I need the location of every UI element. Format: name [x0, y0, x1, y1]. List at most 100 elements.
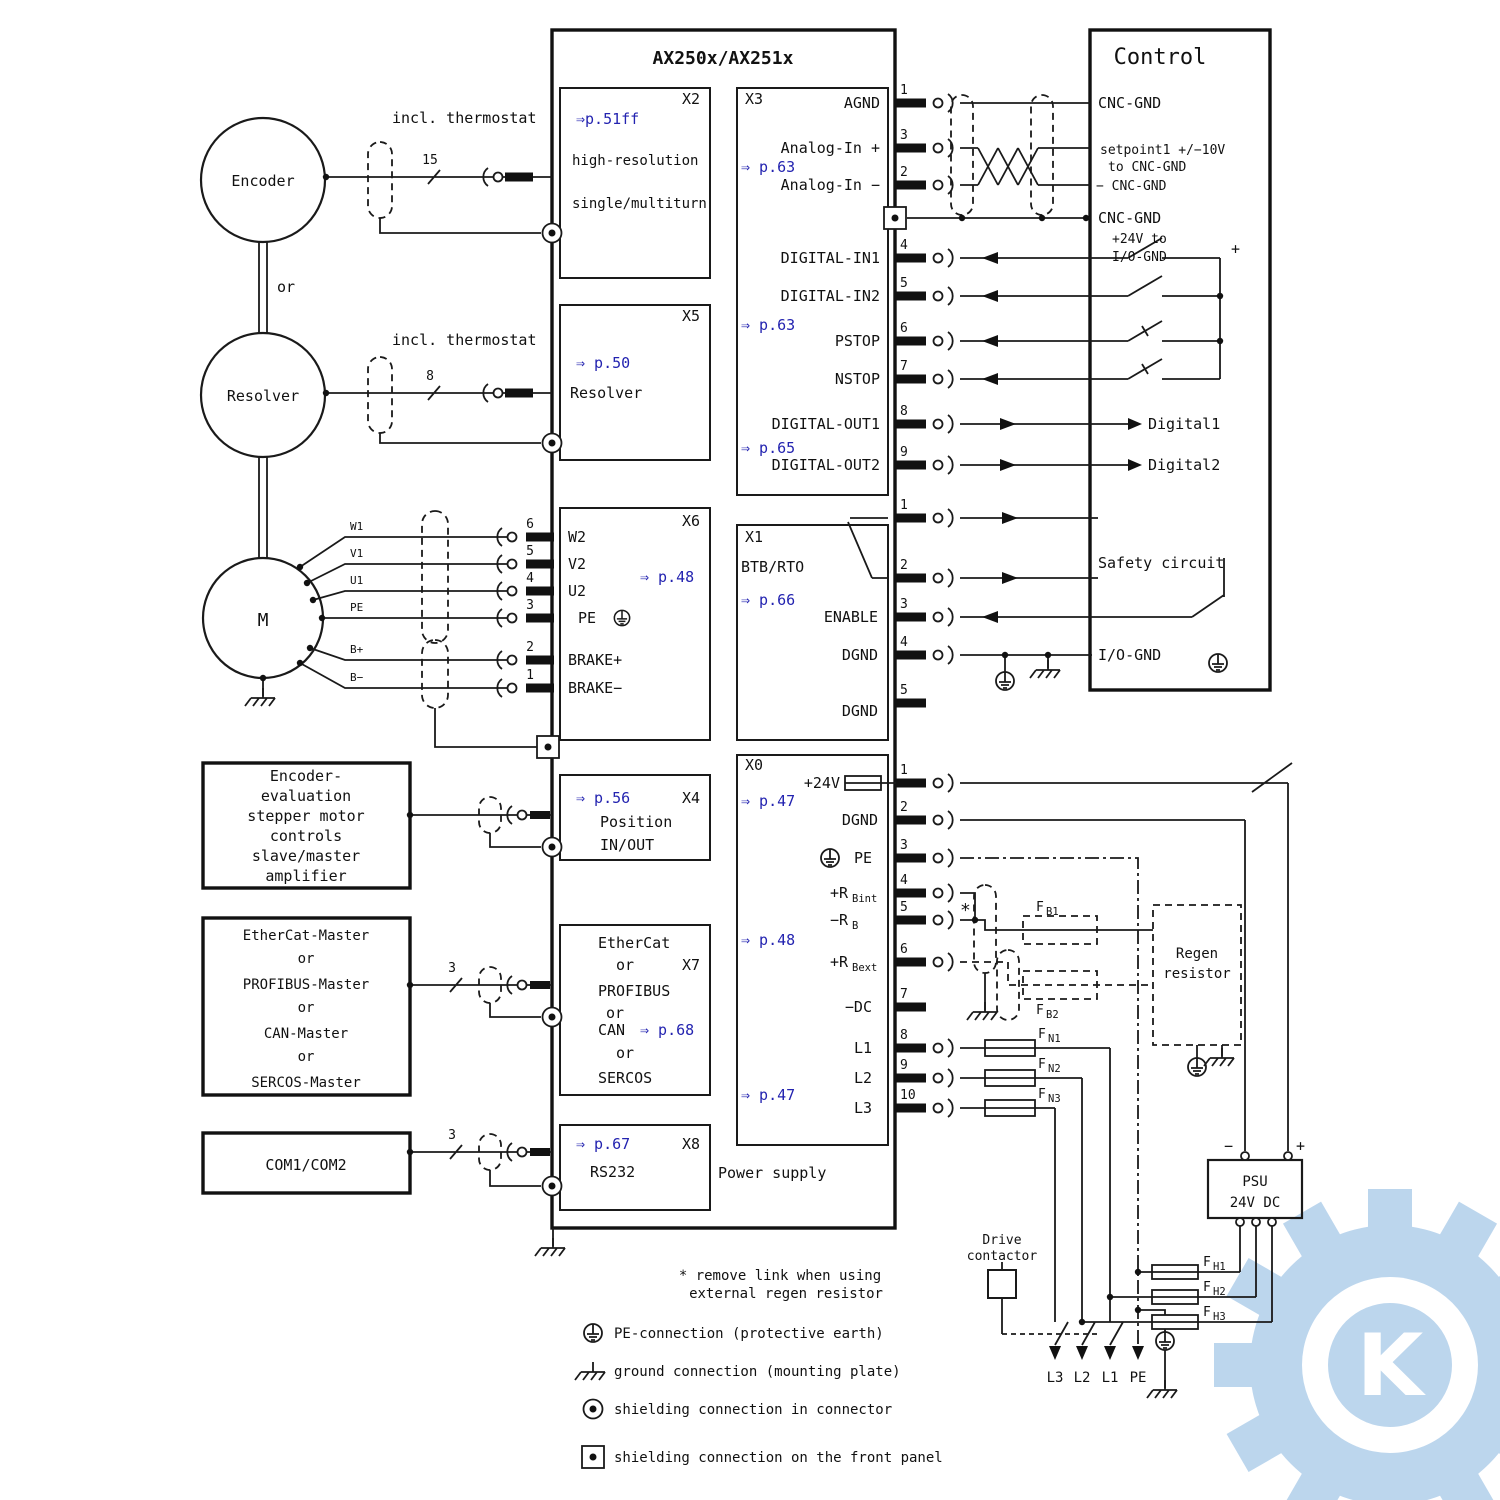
fuse-label-sub: N1	[1048, 1033, 1061, 1045]
pin-number: 4	[526, 571, 534, 586]
pin-bars-left	[505, 172, 554, 1156]
pin-number: 6	[526, 517, 534, 532]
cnc-gnd-label: CNC-GND	[1098, 209, 1161, 227]
encoder-label: Encoder	[231, 172, 294, 190]
setpoint-label: setpoint1 +/−10V	[1100, 143, 1225, 158]
psu-label: PSU	[1242, 1174, 1267, 1190]
x8-id: X8	[682, 1135, 700, 1153]
pin-number: 5	[900, 900, 908, 915]
legend-item: shielding connection in connector	[614, 1402, 892, 1418]
x6-page-ref: ⇒ p.48	[640, 568, 694, 586]
junction-dots	[259, 173, 1224, 1326]
x0-page-ref: ⇒ p.47	[741, 1086, 795, 1104]
pin-number: 1	[900, 763, 908, 778]
legend: PE-connection (protective earth) ground …	[574, 1323, 943, 1469]
cnc-gnd-label: CNC-GND	[1098, 94, 1161, 112]
pin-number: 3	[526, 598, 534, 613]
x2-desc: high-resolution	[572, 153, 698, 169]
fieldbus-line: EtherCat-Master	[243, 928, 369, 944]
x0-pin-label-sub: Bext	[852, 962, 877, 974]
fuse-fn3-icon	[984, 1099, 1036, 1117]
io-supply-label: +24V to	[1112, 232, 1167, 247]
fieldbus-line: SERCOS-Master	[251, 1075, 361, 1091]
shield-frontpanel-icon	[536, 735, 560, 759]
x2-desc: single/multiturn	[572, 196, 707, 212]
link-asterisk: *	[960, 900, 971, 921]
fuse-fh3-icon	[1151, 1314, 1199, 1330]
x6-id: X6	[682, 512, 700, 530]
fuse-label-sub: H3	[1213, 1311, 1226, 1323]
x5-box	[559, 304, 711, 461]
pin-number: 1	[900, 498, 908, 513]
x6-pin-label: U2	[568, 582, 586, 600]
x2-box	[559, 87, 711, 279]
ground-icon	[244, 687, 276, 707]
pe-connection-icon	[583, 1323, 603, 1343]
x4-desc: IN/OUT	[600, 836, 654, 854]
thermostat-note: incl. thermostat	[392, 109, 537, 127]
safety-circuit-label: Safety circuit	[1098, 554, 1224, 572]
fuse-label-sub: B1	[1046, 906, 1059, 918]
amplifier-title: AX250x/AX251x	[653, 48, 794, 69]
motor-terminal: PE	[350, 601, 363, 614]
x0-box	[736, 754, 889, 1146]
pin-number: 5	[900, 276, 908, 291]
x7-line: or	[616, 956, 634, 974]
psu-minus: −	[1224, 1137, 1233, 1155]
x7-line: PROFIBUS	[598, 982, 670, 1000]
com-label: COM1/COM2	[265, 1156, 346, 1174]
fuse-label-sub: N2	[1048, 1063, 1061, 1075]
left-wiring	[258, 169, 554, 1246]
x1-id: X1	[745, 528, 763, 546]
pin-number: 1	[900, 83, 908, 98]
shield-connector-icon	[541, 1175, 563, 1197]
pin-bars-right	[896, 98, 926, 1113]
x4-box	[559, 774, 711, 861]
x7-id: X7	[682, 956, 700, 974]
x0-pin-label: L1	[854, 1039, 872, 1057]
x3-pin-label: DIGITAL-OUT1	[772, 415, 880, 433]
x1-box	[736, 524, 889, 741]
fuse-label-sub: N3	[1048, 1093, 1061, 1105]
fuse-label: F	[1036, 900, 1044, 915]
shield-frontpanel-icon	[581, 1445, 605, 1469]
regen-label: Regen	[1176, 946, 1218, 962]
x3-page-ref: ⇒ p.63	[741, 316, 795, 334]
contactor-label: Drive	[982, 1233, 1021, 1248]
contactor-coil	[987, 1269, 1017, 1299]
pin-number: 8	[900, 1028, 908, 1043]
x8-box	[559, 1124, 711, 1211]
x0-pin-label-sub: B	[852, 920, 858, 932]
x1-page-ref: ⇒ p.66	[741, 591, 795, 609]
ground-icon	[534, 1237, 566, 1257]
encoder-eval-line: stepper motor	[247, 807, 364, 825]
fuse-label-sub: B2	[1046, 1009, 1059, 1021]
pe-connection-icon	[613, 609, 631, 627]
pin-number: 2	[900, 558, 908, 573]
x0-pin-label: +24V	[804, 774, 840, 792]
or-label: or	[277, 278, 295, 296]
pin-number: 3	[900, 597, 908, 612]
watermark-letter: K	[1357, 1316, 1427, 1416]
x1-pin-label: ENABLE	[824, 608, 878, 626]
motor-terminal: B−	[350, 671, 364, 684]
ground-icon	[1029, 659, 1061, 679]
fuse-fn1-icon	[984, 1039, 1036, 1057]
x0-pin-label: PE	[854, 849, 872, 867]
x0-pin-label: −R	[830, 911, 849, 929]
x5-id: X5	[682, 307, 700, 325]
pin-number: 3	[900, 838, 908, 853]
wire-count: 8	[426, 369, 434, 384]
fuse-label: F	[1038, 1057, 1046, 1072]
encoder-eval-line: amplifier	[265, 867, 346, 885]
x6-pin-label: BRAKE−	[568, 679, 622, 697]
motor-label: M	[258, 610, 269, 631]
pin-number: 5	[526, 544, 534, 559]
ground-icon	[966, 1001, 998, 1021]
legend-item: ground connection (mounting plate)	[614, 1364, 901, 1380]
x0-pin-label: DGND	[842, 811, 878, 829]
fuse-label: F	[1038, 1027, 1046, 1042]
pin-number: 6	[900, 942, 908, 957]
fieldbus-line: or	[298, 951, 315, 967]
